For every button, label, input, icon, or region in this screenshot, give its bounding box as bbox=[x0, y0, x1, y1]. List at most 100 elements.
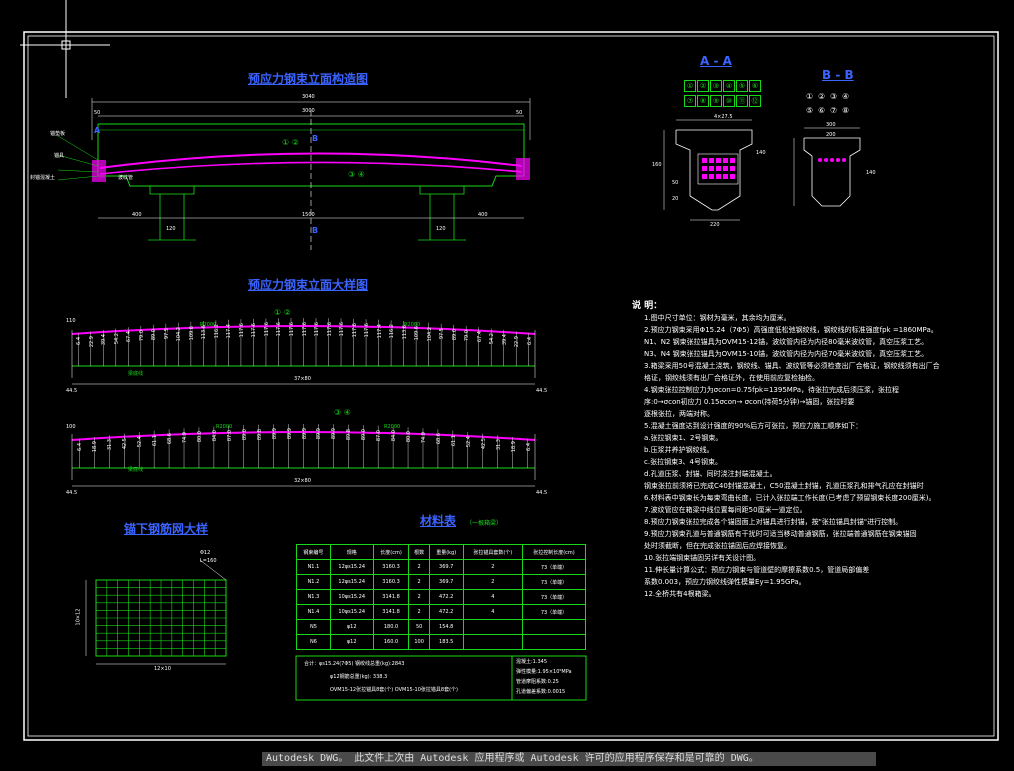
section-b-tendon-id: ① bbox=[806, 92, 814, 101]
material-cell bbox=[522, 634, 586, 650]
note-line: N3、N4 钢束张拉锚具为OVM15-10锚，波纹管内径为内径70毫米波纹管，真… bbox=[644, 350, 929, 358]
title-material-table: 材料表 bbox=[420, 514, 457, 528]
large-h-2: 100 bbox=[66, 424, 76, 430]
section-a-duct bbox=[730, 174, 735, 179]
tendon-ordinate-value: 89.0 bbox=[361, 429, 368, 441]
material-cell: φ12 bbox=[329, 619, 374, 635]
section-mark-b-bottom: B bbox=[312, 226, 319, 235]
title-section-a: A - A bbox=[700, 54, 732, 68]
material-side-1: 混凝土:1.345 bbox=[516, 659, 547, 665]
sec-a-left-dim: 20 bbox=[672, 196, 679, 202]
inner-frame bbox=[27, 35, 995, 737]
dim-pier-left: 120 bbox=[166, 226, 176, 232]
title-elevation-duct: 预应力钢束立面构造图 bbox=[248, 72, 369, 86]
tendon-ordinate-value: 117.6 bbox=[276, 322, 283, 337]
material-cell: 2 bbox=[408, 559, 430, 575]
tendon-ordinate-value: 89.9 bbox=[271, 428, 278, 440]
section-a-duct bbox=[716, 166, 721, 171]
section-mark-a: A bbox=[94, 126, 101, 135]
tendon-ordinate-value: 18.9 bbox=[510, 441, 517, 453]
large-base-1: 梁底线 bbox=[128, 371, 144, 377]
mesh-width: 12×10 bbox=[154, 666, 171, 672]
material-cell: N6 bbox=[296, 634, 331, 650]
section-a-tendon-id: ⑦ bbox=[684, 95, 696, 107]
material-cell: 160.0 bbox=[372, 634, 410, 650]
tendon-ordinate-value: 6.4 bbox=[525, 442, 532, 451]
tendon-ordinate-value: 117.6 bbox=[301, 322, 308, 337]
material-col-header: 钢束编号 bbox=[296, 544, 331, 560]
material-cell: 50 bbox=[408, 619, 430, 635]
notes-block: 1.图中尺寸单位：钢材为毫米，其余均为厘米。 2.预应力钢束采用Φ15.24（7Φ… bbox=[644, 314, 984, 602]
dim-total: 3040 bbox=[302, 94, 315, 100]
material-cell: 10φs15.24 bbox=[329, 589, 374, 605]
tendon-ordinate-value: 117.6 bbox=[263, 322, 270, 337]
tendon-label-34: ③ ④ bbox=[348, 170, 365, 179]
material-cell: 2 bbox=[462, 574, 524, 590]
tendon-ordinate-value: 31.3 bbox=[107, 439, 114, 451]
material-cell: 154.8 bbox=[428, 619, 464, 635]
tendon-ordinate-value: 89.8 bbox=[256, 428, 263, 440]
large-r4: R2000 bbox=[384, 424, 401, 430]
tendon-ordinate-value: 61.1 bbox=[450, 434, 457, 446]
tendon-ordinate-value: 89.8 bbox=[346, 428, 353, 440]
section-b-duct bbox=[824, 158, 828, 162]
section-a-tendon-id: ② bbox=[697, 80, 709, 92]
section-mark-b-top: B bbox=[312, 134, 319, 143]
section-a-tendon-id: ⑩ bbox=[723, 95, 735, 107]
material-cell: 73（单端） bbox=[522, 574, 586, 590]
tendon-ordinate-value: 117.6 bbox=[288, 322, 295, 337]
tendon-ordinate-value: 97.5 bbox=[439, 327, 446, 339]
section-a-duct bbox=[723, 158, 728, 163]
note-line: 7.波纹管应在箱梁中线位置每间距50厘米一道定位。 bbox=[644, 506, 807, 514]
note-line: a.张拉钢束1、2号钢束。 bbox=[644, 434, 723, 442]
large-r3: R2000 bbox=[216, 424, 233, 430]
note-line: 11.伸长量计算公式：预应力钢束与管道壁的摩擦系数0.5，管道局部偏差 bbox=[644, 566, 870, 574]
large-left-end-2: 44.5 bbox=[66, 490, 78, 496]
note-line: 2.预应力钢束采用Φ15.24（7Φ5）高强度低松弛钢绞线，钢绞线的标准强度fp… bbox=[644, 326, 938, 334]
material-total-2: φ12钢筋总重(kg): 338.3 bbox=[330, 674, 388, 680]
note-line: 逐根张拉，两端对称。 bbox=[644, 410, 714, 418]
tendon-ordinate-value: 42.5 bbox=[480, 437, 487, 449]
material-cell bbox=[522, 619, 586, 635]
material-cell: N1.1 bbox=[296, 559, 331, 575]
dim-end-left: 50 bbox=[94, 110, 101, 116]
section-a-tendon-id: ⑤ bbox=[736, 80, 748, 92]
dim-center: 1500 bbox=[302, 212, 315, 218]
title-section-b: B - B bbox=[822, 68, 854, 82]
dim-inner: 3000 bbox=[302, 108, 315, 114]
material-cell: 2 bbox=[462, 559, 524, 575]
material-table-subtitle: （一根箱梁） bbox=[466, 520, 503, 527]
material-cell: 2 bbox=[408, 574, 430, 590]
tendon-ordinate-value: 117.4 bbox=[376, 323, 383, 338]
tendon-ordinate-value: 89.9 bbox=[301, 428, 308, 440]
mesh-phi: Φ12 bbox=[200, 550, 211, 556]
outer-frame bbox=[23, 31, 999, 741]
material-total-1: 合计：φs15.24(7Φ5) 钢绞线总重(kg):2843 bbox=[304, 661, 405, 667]
section-b-tendon-id: ⑧ bbox=[842, 106, 850, 115]
section-a-tendon-id: ① bbox=[684, 80, 696, 92]
tendon-ordinate-value: 74.9 bbox=[182, 432, 189, 444]
note-line: c.张拉钢束3、4号钢束。 bbox=[644, 458, 722, 466]
section-a-duct bbox=[709, 174, 714, 179]
note-line: 6.材料表中钢束长为每束弯曲长度，已计入张拉端工作长度(已考虑了预留钢束长度20… bbox=[644, 494, 936, 502]
notes-heading: 说 明： bbox=[632, 301, 663, 311]
section-b-duct bbox=[830, 158, 834, 162]
material-col-header: 张拉锚具套数(个) bbox=[462, 544, 524, 560]
tendon-ordinate-value: 54.2 bbox=[113, 332, 120, 344]
material-cell: 180.0 bbox=[372, 619, 410, 635]
note-line: 钢束张拉前须将已完成C40封锚混凝土，C50混凝土封锚，孔道压浆孔和排气孔应在封… bbox=[644, 482, 924, 490]
material-cell: 10φs15.24 bbox=[329, 604, 374, 620]
note-line: 1.图中尺寸单位：钢材为毫米，其余均为厘米。 bbox=[644, 314, 791, 322]
section-a-duct bbox=[709, 166, 714, 171]
note-line: N1、N2 钢束张拉锚具为OVM15-12锚，波纹管内径为内径80毫米波纹管，真… bbox=[644, 338, 929, 346]
note-line: 10.张拉端钢束锚固另详有关设计图。 bbox=[644, 554, 761, 562]
material-cell: φ12 bbox=[329, 634, 374, 650]
tendon-ordinate-value: 80.0 bbox=[406, 431, 413, 443]
note-line: 序:0→σcon初应力 0.15σcon→ σcon(持荷5分钟)→锚固，张拉时… bbox=[644, 398, 855, 406]
note-line: 处时须截断，但在完成张拉锚固后应焊接恢复。 bbox=[644, 542, 791, 550]
